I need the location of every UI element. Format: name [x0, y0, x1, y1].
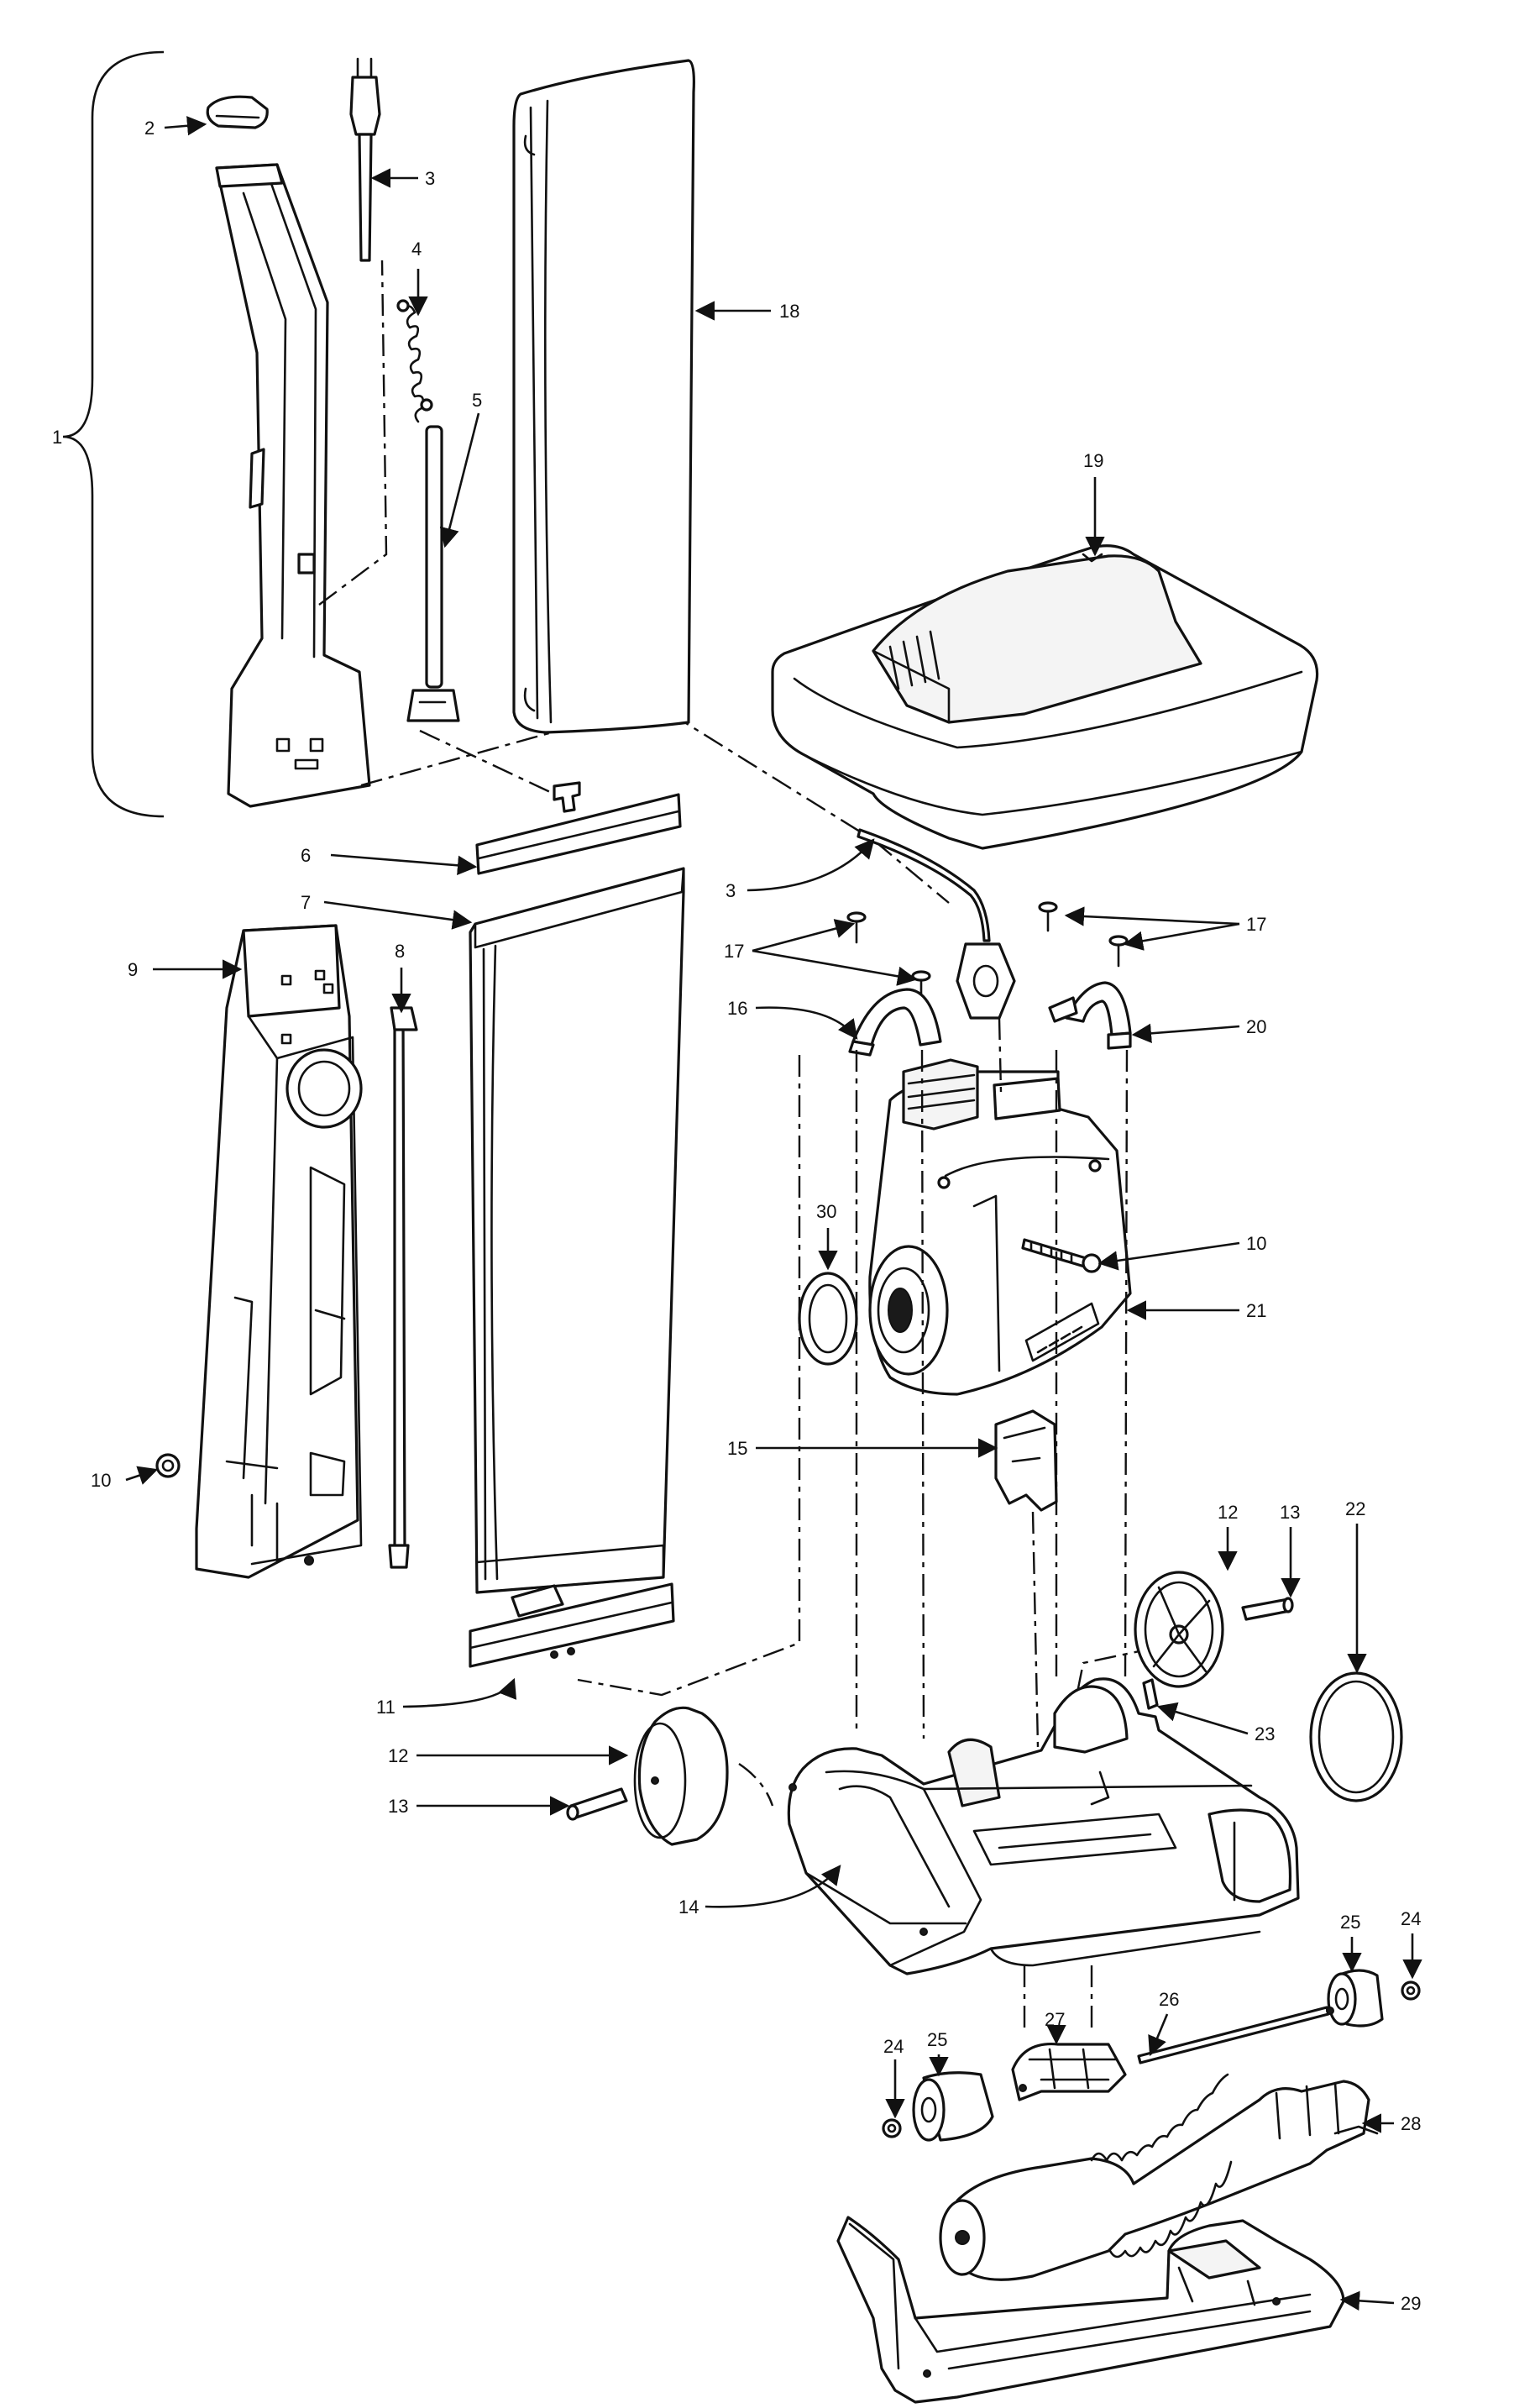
part-27-bracket [1011, 2042, 1127, 2101]
part-2-grip-cap [206, 95, 269, 129]
part-3-power-cord-plug [349, 57, 381, 262]
dash-line-bracket [1023, 1965, 1093, 2033]
callout-29: 29 [1401, 2293, 1421, 2314]
part-19-hood-cover [771, 544, 1319, 850]
callout-1: 1 [52, 427, 62, 448]
part-9-back-housing [195, 924, 363, 1579]
callout-17-left: 17 [724, 941, 744, 962]
part-23-clip [1142, 1678, 1159, 1710]
handle-assembly-bracket [62, 50, 165, 818]
part-24-nut-left [882, 2118, 902, 2138]
callout-24-right: 24 [1401, 1908, 1421, 1929]
callout-12-right: 12 [1218, 1502, 1238, 1523]
part-3-motor-cord [857, 828, 1016, 1020]
dash-line-wheel-axle [738, 1763, 774, 1807]
callout-19: 19 [1083, 450, 1103, 471]
callout-17-right: 17 [1246, 914, 1266, 935]
callout-3-mid: 3 [726, 880, 736, 901]
part-18-outer-bag [512, 59, 695, 734]
part-24-nut-right [1401, 1980, 1421, 2001]
callout-28: 28 [1401, 2113, 1421, 2134]
part-20-motor-strap-right [1048, 981, 1132, 1050]
leader-lines [125, 116, 1422, 2311]
callout-2: 2 [144, 118, 155, 139]
callout-6: 6 [301, 845, 311, 866]
dash-line-motor-left [577, 1055, 801, 1697]
dash-line-motor-b [920, 1049, 925, 1739]
part-17-screws-left [846, 911, 931, 1001]
callout-13-right: 13 [1280, 1502, 1300, 1523]
part-22-drive-belt [1309, 1671, 1403, 1802]
callout-10-left: 10 [91, 1470, 111, 1491]
part-7-paper-bag [469, 867, 685, 1594]
part-12-wheel-left [633, 1706, 729, 1846]
part-29-bottom-plate [836, 2216, 1345, 2404]
callout-8: 8 [395, 941, 405, 962]
callout-25-right: 25 [1340, 1912, 1360, 1933]
callout-10-right: 10 [1246, 1233, 1266, 1254]
part-16-motor-strap-left [848, 988, 942, 1057]
callout-12-left: 12 [388, 1745, 408, 1766]
part-10-nut-left [155, 1453, 181, 1478]
dash-line-latch [1031, 1511, 1040, 1748]
part-4-spring [396, 299, 433, 423]
callout-26: 26 [1159, 1989, 1179, 2010]
part-6-bag-clamp-top [475, 781, 682, 875]
callout-25-left: 25 [927, 2029, 947, 2050]
part-30-gasket [798, 1272, 858, 1366]
part-13-axle-pin-right [1241, 1597, 1294, 1621]
callout-18: 18 [779, 301, 799, 322]
part-25-end-cap-left [912, 2071, 994, 2142]
callout-11: 11 [376, 1697, 396, 1718]
part-13-axle-pin-left [566, 1787, 628, 1821]
part-11-bag-clamp-bottom [469, 1582, 675, 1668]
callout-14: 14 [678, 1896, 699, 1917]
part-14-base [787, 1677, 1300, 1975]
callout-22: 22 [1345, 1498, 1365, 1519]
callout-7: 7 [301, 892, 311, 913]
callout-23: 23 [1255, 1723, 1275, 1744]
dash-line-motor-d [1124, 1049, 1129, 1681]
part-25-end-cap-right [1327, 1969, 1384, 2028]
callout-27: 27 [1045, 2009, 1065, 2030]
callout-21: 21 [1246, 1300, 1266, 1321]
part-1-handle-tube [215, 163, 371, 808]
part-17-screws-right [1038, 901, 1129, 968]
part-12-wheel-right [1134, 1571, 1224, 1688]
callout-9: 9 [128, 959, 138, 980]
callout-20: 20 [1246, 1016, 1266, 1037]
callout-5: 5 [472, 390, 482, 411]
callout-4: 4 [411, 239, 422, 260]
part-26-shaft [1137, 2006, 1334, 2064]
callout-13-left: 13 [388, 1796, 408, 1817]
part-28-brush-roll [939, 2073, 1379, 2281]
dash-line-handle-base [360, 702, 950, 904]
dash-line-handle-rod [318, 260, 388, 606]
part-21-motor-assembly [868, 1058, 1132, 1396]
dash-line-rod-bag [419, 729, 563, 800]
callout-3-top: 3 [425, 168, 435, 189]
callout-16: 16 [727, 998, 747, 1019]
part-5-rod [406, 425, 460, 722]
part-15-latch [994, 1409, 1058, 1512]
callout-30: 30 [816, 1201, 836, 1222]
callout-15: 15 [727, 1438, 747, 1459]
dash-line-cord [998, 1017, 1003, 1093]
callout-24-left: 24 [883, 2036, 904, 2057]
part-8-long-rod [388, 1006, 418, 1569]
